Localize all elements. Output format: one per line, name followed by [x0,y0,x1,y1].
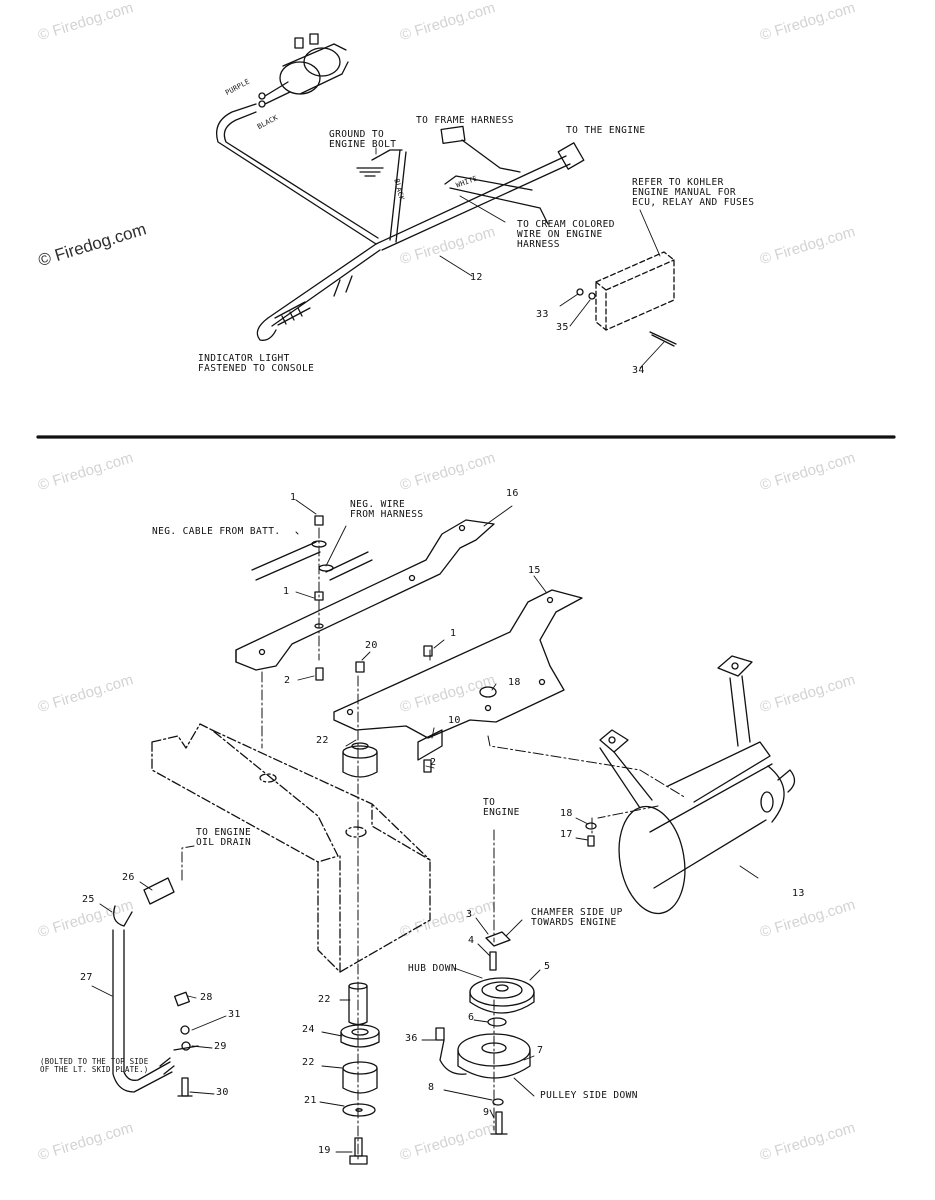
callout-6: 6 [468,1012,475,1023]
callout-9: 9 [483,1107,490,1118]
label-neg-cable: NEG. CABLE FROM BATT. [152,526,281,537]
callout-28: 28 [200,992,213,1003]
washer-21 [342,1103,376,1117]
callout-22: 22 [318,994,331,1005]
callout-4: 4 [468,935,475,946]
callout-26: 26 [122,872,135,883]
label-oil-drain: TO ENGINE OIL DRAIN [196,827,252,848]
battery-cables [251,541,373,581]
muffler-fasteners [585,822,597,847]
top-leader-lines [375,147,665,369]
callout-18: 18 [560,808,573,819]
callout-20: 20 [365,640,378,651]
label-hub-down: HUB DOWN [408,963,457,974]
callout-3: 3 [466,909,473,920]
clutch-assembly [435,931,535,1135]
bolt-19 [349,1137,368,1165]
fasteners-top [311,515,497,773]
callout-34: 34 [632,365,645,376]
callout-19: 19 [318,1145,331,1156]
callout-35: 35 [556,322,569,333]
isolator-22-top [342,742,378,778]
callout-25: 25 [82,894,95,905]
callout-30: 30 [216,1087,229,1098]
callout-2: 2 [430,757,437,768]
label-cream-wire: TO CREAM COLORED WIRE ON ENGINE HARNESS [517,219,615,250]
label-indicator-light: INDICATOR LIGHT FASTENED TO CONSOLE [198,353,315,374]
callout-31: 31 [228,1009,241,1020]
callout-8: 8 [428,1082,435,1093]
callout-21: 21 [304,1095,317,1106]
callout-33: 33 [536,309,549,320]
callout-5: 5 [544,961,551,972]
callout-13: 13 [792,888,805,899]
dash-dot-paths [181,527,687,1161]
callout-10: 10 [448,715,461,726]
callout-22: 22 [302,1057,315,1068]
callout-22: 22 [316,735,329,746]
label-to-the-engine-top: TO THE ENGINE [566,125,646,136]
label-pulley-side-down: PULLEY SIDE DOWN [540,1090,638,1101]
callout-17: 17 [560,829,573,840]
label-to-frame-harness: TO FRAME HARNESS [416,115,514,126]
bracket-16 [235,519,495,671]
muffler-13 [599,655,796,915]
callout-18: 18 [508,677,521,688]
bracket-15 [333,589,583,739]
callout-12: 12 [470,272,483,283]
callout-1: 1 [290,492,297,503]
isolator-24 [340,1024,380,1048]
callout-29: 29 [214,1041,227,1052]
callout-1: 1 [283,586,290,597]
label-neg-wire: NEG. WIRE FROM HARNESS [350,499,424,520]
indicator-light-assembly [258,33,349,108]
callout-2: 2 [284,675,291,686]
callout-16: 16 [506,488,519,499]
isolator-22-bottom [342,1061,378,1094]
label-chamfer-side-up: CHAMFER SIDE UP TOWARDS ENGINE [531,907,623,928]
callout-15: 15 [528,565,541,576]
bottom-leader-lines [91,499,759,1153]
label-bolted-skid-plate: (BOLTED TO THE TOP SIDE OF THE LT. SKID … [40,1057,149,1074]
frame-rail [151,723,431,973]
drain-hose [112,877,175,1093]
callout-24: 24 [302,1024,315,1035]
ecu-fasteners [576,288,677,347]
drain-fittings [173,991,199,1097]
label-ground-to-engine-bolt: GROUND TO ENGINE BOLT [329,129,397,150]
callout-1: 1 [450,628,457,639]
callout-27: 27 [80,972,93,983]
label-refer-kohler: REFER TO KOHLER ENGINE MANUAL FOR ECU, R… [632,177,755,208]
callout-7: 7 [537,1045,544,1056]
label-to-engine-bottom: TO ENGINE [483,797,520,818]
wire-harness-12 [215,103,585,341]
kohler-ecu-box [595,251,675,331]
callout-36: 36 [405,1033,418,1044]
